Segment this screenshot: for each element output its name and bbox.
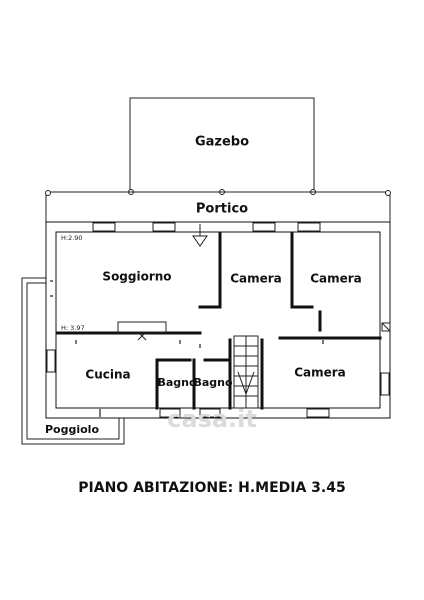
room-label-bagno-1: Bagno <box>157 376 197 389</box>
poggiolo-area <box>21 277 125 445</box>
room-label-gazebo: Gazebo <box>195 135 249 150</box>
entrance-arrow-icon <box>192 224 208 247</box>
room-label-portico: Portico <box>196 202 248 217</box>
room-label-bagno-2: Bagno <box>193 376 233 389</box>
outer-walls <box>45 221 391 419</box>
room-label-poggiolo: Poggiolo <box>45 423 99 436</box>
staircase <box>233 335 259 409</box>
counter-block <box>117 321 167 341</box>
door-ticks <box>50 280 324 417</box>
room-label-soggiorno: Soggiorno <box>102 270 171 284</box>
plan-caption: PIANO ABITAZIONE: H.MEDIA 3.45 <box>78 480 346 496</box>
height-label-2: H: 3.97 <box>61 324 85 332</box>
column-marker <box>381 322 391 332</box>
height-label-1: H:2.90 <box>61 234 83 242</box>
room-label-camera-3: Camera <box>294 366 346 380</box>
room-label-camera-2: Camera <box>310 272 362 286</box>
room-label-cucina: Cucina <box>85 368 130 382</box>
interior-walls <box>55 231 382 410</box>
windows <box>46 222 390 418</box>
room-label-camera-1: Camera <box>230 272 282 286</box>
watermark: casa.it <box>167 405 257 433</box>
